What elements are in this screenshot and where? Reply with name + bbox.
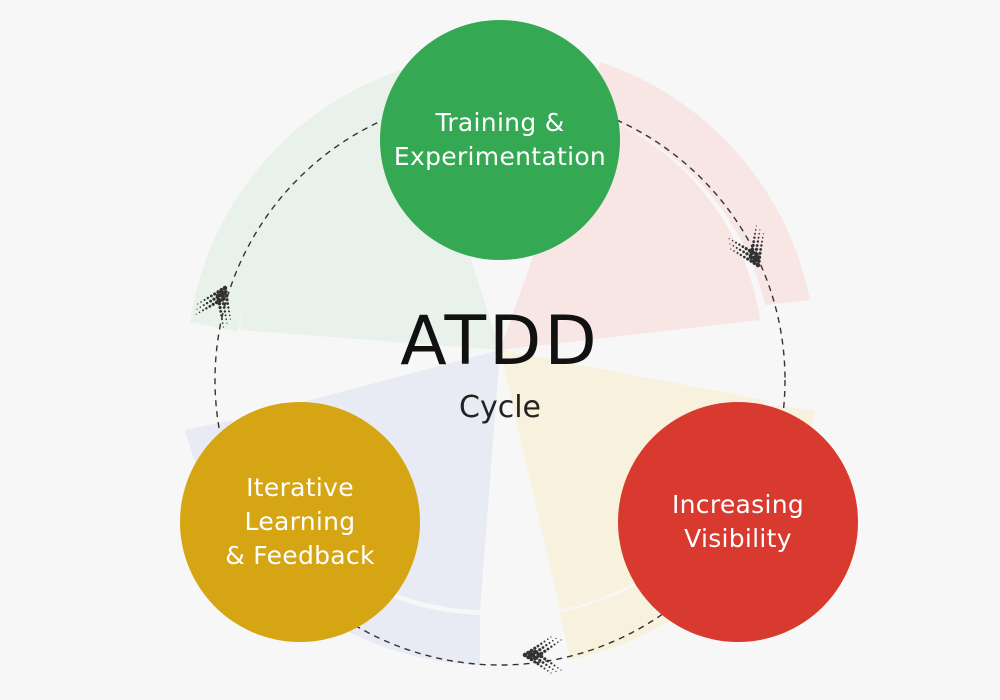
stage-label-line: Iterative	[246, 473, 354, 502]
dotted-chevron-arrow-icon	[195, 225, 764, 674]
arrow-to-feedback-icon	[522, 636, 562, 674]
stage-label-line: Training &	[435, 108, 565, 137]
arrow-to-training-icon	[195, 285, 231, 328]
background-segment-red	[590, 62, 810, 305]
stage-label-line: Increasing	[671, 490, 805, 519]
stage-label-line: Visibility	[684, 524, 792, 553]
stage-label-line: Learning	[244, 507, 356, 536]
background-segment-blue	[185, 420, 480, 665]
stage-iterative-learning-feedback: Iterative Learning & Feedback	[180, 402, 420, 642]
stage-increasing-visibility: Increasing Visibility	[618, 402, 858, 642]
diagram-title: ATDD	[400, 302, 600, 381]
stage-training-experimentation: Training & Experimentation	[380, 20, 620, 260]
diagram-subtitle: Cycle	[459, 390, 541, 425]
stage-label-line: & Feedback	[225, 541, 375, 570]
stage-label-line: Experimentation	[393, 142, 607, 171]
arrow-to-visibility-icon	[728, 225, 764, 268]
